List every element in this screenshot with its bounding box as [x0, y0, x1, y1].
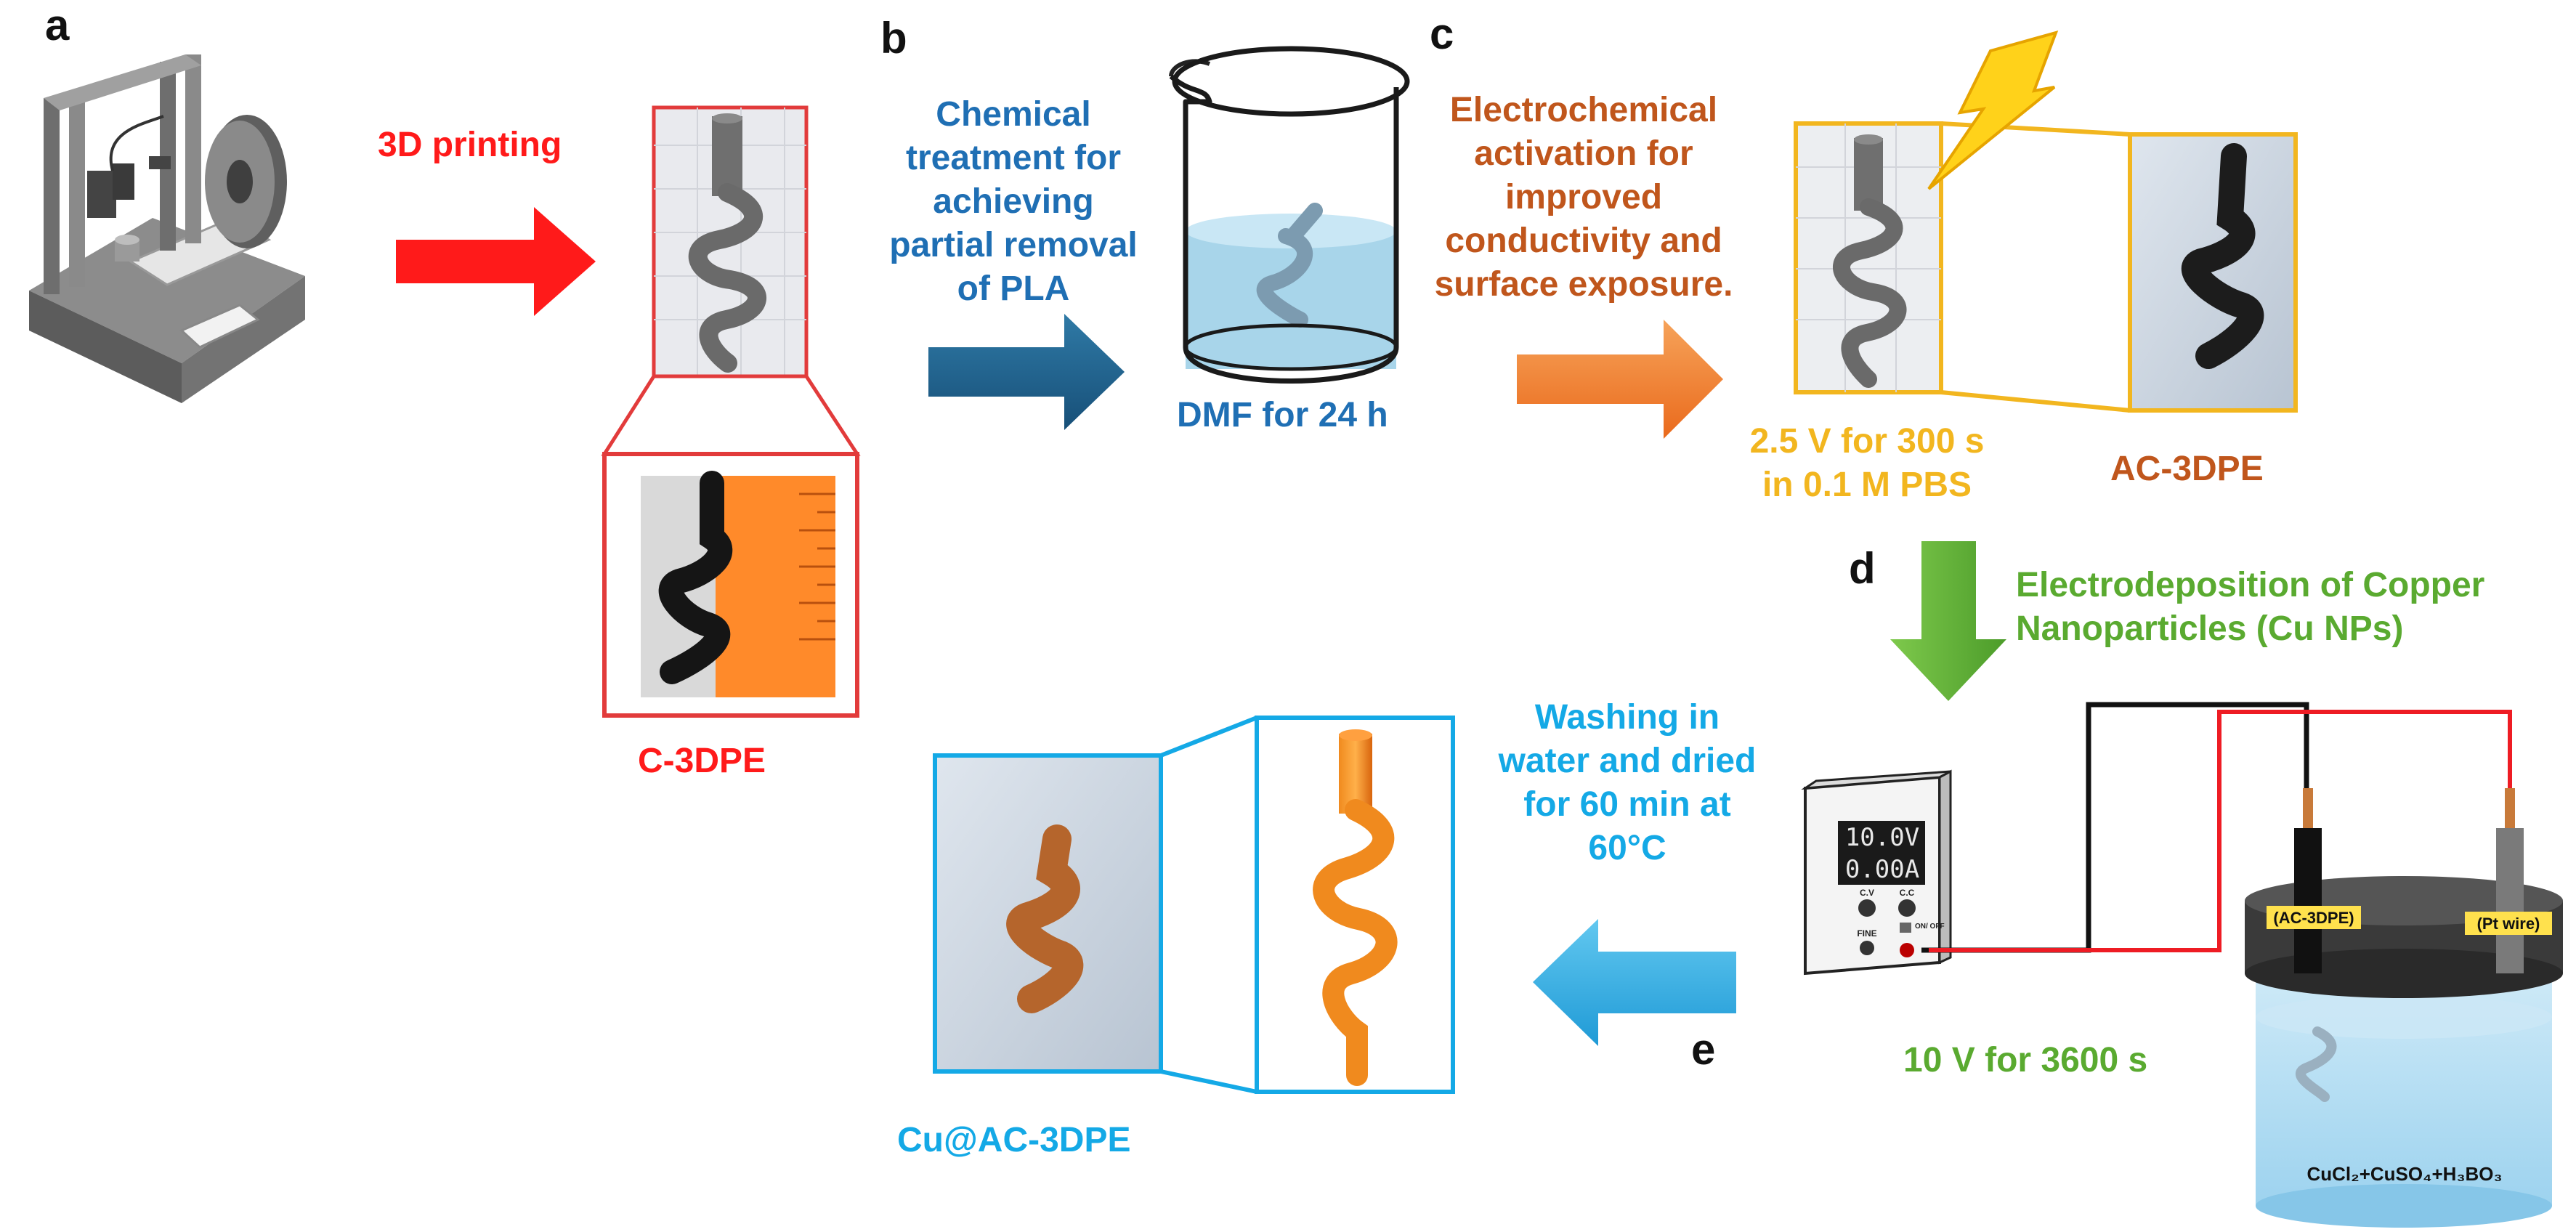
panel-label-a: a — [45, 1, 70, 49]
power-supply-fine: FINE — [1857, 928, 1877, 939]
ac3dpe-spiral-icon — [1833, 134, 1907, 388]
panel-label-b: b — [880, 14, 907, 62]
electrochemical-cell-icon — [2245, 788, 2563, 1228]
ac3dpe-zoom-line-bottom — [1940, 390, 2131, 413]
panel-label-d: d — [1849, 544, 1876, 593]
ac3dpe-label: AC-3DPE — [2110, 450, 2264, 488]
c3dpe-spiral-icon — [688, 113, 766, 373]
red-wire — [1929, 710, 2512, 952]
power-supply-voltage: 10.0V — [1844, 823, 1920, 852]
panel-label-e: e — [1691, 1025, 1716, 1074]
electrochem-arrow — [1517, 320, 1723, 439]
chemical-treatment-label: Chemical treatment for achieving partial… — [889, 95, 1138, 308]
activation-conditions-label: 2.5 V for 300 s in 0.1 M PBS — [1749, 422, 1985, 504]
cu-spiral-icon — [1313, 729, 1398, 1086]
ruler-ticks — [799, 493, 835, 641]
power-supply-cc: C.C — [1899, 888, 1915, 898]
ac3dpe-electrode-photo — [2182, 143, 2264, 369]
c3dpe-zoom-lines — [601, 374, 861, 456]
panel-label-c: c — [1430, 9, 1454, 58]
electrodeposition-arrow — [1890, 541, 2006, 701]
cu-zoom-line-bottom — [1160, 1069, 1257, 1094]
cu-zoom-line-top — [1159, 716, 1258, 758]
washing-label: Washing in water and dried for 60 min at… — [1498, 698, 1757, 867]
power-supply-current: 0.00A — [1844, 855, 1920, 884]
printing-arrow — [396, 207, 596, 316]
power-supply-onoff: ON/ OFF — [1915, 923, 1945, 931]
counter-electrode-label: (Pt wire) — [2476, 915, 2540, 933]
electrolyte-label: CuCl₂+CuSO₄+H₃BO₃ — [2306, 1163, 2503, 1185]
printing-label: 3D printing — [378, 126, 562, 164]
cu-ac3dpe-label: Cu@AC-3DPE — [897, 1121, 1131, 1159]
cu-electrode-photo — [1006, 824, 1083, 1013]
dmf-label: DMF for 24 h — [1177, 396, 1388, 434]
ruler — [716, 476, 835, 697]
power-supply-icon — [1801, 769, 1952, 976]
chemical-arrow — [928, 314, 1125, 430]
working-electrode-label: (AC-3DPE) — [2273, 909, 2354, 927]
electrodeposition-label: Electrodeposition of Copper Nanoparticle… — [2016, 566, 2485, 648]
deposition-conditions-label: 10 V for 3600 s — [1903, 1041, 2148, 1079]
lightning-icon — [1927, 31, 2059, 190]
washing-arrow — [1533, 919, 1736, 1046]
electrochem-label: Electrochemical activation for improved … — [1434, 91, 1733, 304]
c3dpe-label: C-3DPE — [638, 742, 766, 780]
beaker-icon — [1169, 46, 1410, 384]
3d-printer-icon — [29, 54, 305, 403]
power-supply-cv: C.V — [1859, 888, 1874, 898]
ac3dpe-photo — [2128, 132, 2298, 413]
c3dpe-electrode-photo — [658, 471, 733, 684]
